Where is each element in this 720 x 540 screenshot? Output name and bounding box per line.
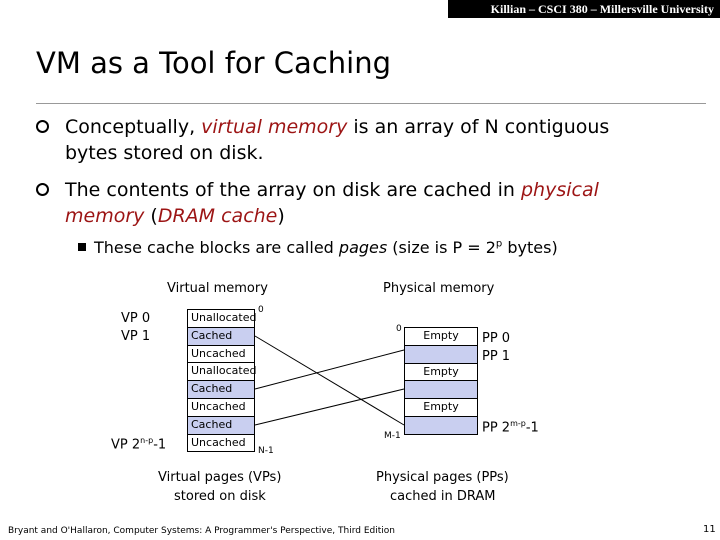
virtual-caption-2: stored on disk — [174, 489, 266, 504]
virtual-end-address: N-1 — [258, 446, 274, 456]
vp0-label: VP 0 — [121, 311, 151, 326]
mapping-arrow — [254, 349, 405, 390]
bullet-ring-icon — [36, 120, 49, 133]
virtual-zero-address: 0 — [258, 305, 264, 315]
bullet-ring-icon — [36, 183, 49, 196]
page-number: 11 — [703, 524, 716, 535]
pp-last-label: PP 2m-p-1 — [482, 419, 539, 436]
vp-last-label: VP 2n-p-1 — [111, 436, 167, 453]
virtual-memory-heading: Virtual memory — [167, 281, 268, 296]
virtual-page-cell: Cached — [187, 415, 255, 435]
sub-bullet: These cache blocks are called pages (siz… — [78, 238, 558, 257]
pp1-label: PP 1 — [482, 349, 511, 364]
physical-page-cell: Empty — [404, 327, 478, 346]
vp1-label: VP 1 — [121, 329, 151, 344]
physical-memory-heading: Physical memory — [383, 281, 495, 296]
mapping-arrow — [254, 388, 405, 426]
course-header: Killian – CSCI 380 – Millersville Univer… — [448, 0, 720, 18]
mapping-arrow — [254, 335, 405, 426]
title-divider — [36, 103, 706, 104]
bullet-1-text: Conceptually, virtual memory is an array… — [65, 116, 610, 164]
physical-caption-2: cached in DRAM — [390, 489, 496, 504]
bullet-2-text: The contents of the array on disk are ca… — [65, 179, 599, 227]
slide-title: VM as a Tool for Caching — [36, 46, 391, 80]
virtual-page-cell: Uncached — [187, 433, 255, 453]
citation: Bryant and O'Hallaron, Computer Systems:… — [8, 526, 395, 536]
physical-end-address: M-1 — [384, 431, 401, 441]
physical-caption-1: Physical pages (PPs) — [376, 470, 509, 485]
physical-page-cell: Empty — [404, 362, 478, 382]
pp0-label: PP 0 — [482, 331, 511, 346]
virtual-page-cell: Cached — [187, 380, 255, 399]
virtual-caption-1: Virtual pages (VPs) — [158, 470, 282, 485]
square-bullet-icon — [78, 243, 86, 251]
physical-page-cell — [404, 416, 478, 435]
physical-zero-address: 0 — [396, 324, 402, 334]
physical-page-cell: Empty — [404, 398, 478, 417]
